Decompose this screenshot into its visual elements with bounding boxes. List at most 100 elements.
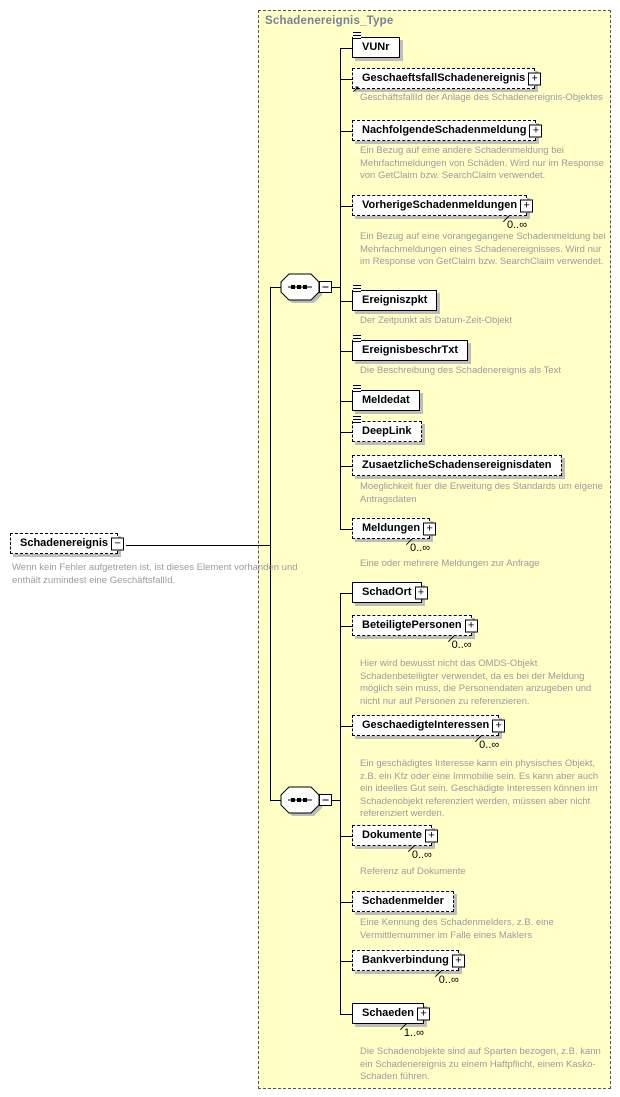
expand-plus-icon[interactable]: + — [416, 1007, 430, 1020]
expand-plus-icon[interactable]: + — [423, 522, 437, 535]
connector-line — [340, 1014, 353, 1015]
element-reference-icon: ↗ — [352, 84, 360, 94]
element-vorherigeschadenmeldungen[interactable]: VorherigeSchadenmeldungen+0..∞ — [352, 195, 534, 231]
connector-line — [340, 593, 341, 1014]
simple-content-icon — [353, 285, 361, 293]
element-schadenereignis[interactable]: Schadenereignis − — [10, 533, 125, 554]
cardinality-label: 0..∞ — [409, 542, 431, 554]
element-box[interactable]: GeschaedigteInteressen+ — [352, 715, 506, 736]
simple-content-icon — [353, 385, 361, 393]
element-box[interactable]: EreignisbeschrTxt — [352, 335, 468, 361]
element-box[interactable]: Bankverbindung+ — [352, 950, 465, 971]
element-label: DeepLink — [362, 425, 412, 437]
element-label: GeschaedigteInteressen — [362, 719, 490, 731]
element-box[interactable]: VorherigeSchadenmeldungen+ — [352, 195, 534, 216]
element-box[interactable]: Meldungen+ — [352, 518, 437, 539]
element-ereigniszpkt[interactable]: Ereigniszpkt — [352, 285, 438, 311]
connector-line — [340, 79, 353, 80]
expand-plus-icon[interactable]: + — [424, 829, 438, 842]
complex-type-title: Schadenereignis_Type — [265, 15, 394, 27]
element-schadort[interactable]: SchadOrt+ — [352, 582, 428, 603]
connector-line — [270, 287, 271, 800]
element-annotation: Ein Bezug auf eine vorangegangene Schade… — [360, 231, 606, 267]
connector-line — [340, 351, 353, 352]
element-geschaedigteinteressen[interactable]: GeschaedigteInteressen+0..∞ — [352, 715, 506, 751]
element-annotation: Die Beschreibung des Schadenereignis als… — [360, 365, 562, 376]
connector-line — [340, 131, 353, 132]
connector-line — [340, 902, 353, 903]
element-box[interactable]: NachfolgendeSchadenmeldung+ — [352, 120, 543, 141]
element-meldedat[interactable]: Meldedat — [352, 385, 420, 411]
element-annotation: Ein Bezug auf eine andere Schadenmeldung… — [360, 145, 604, 181]
element-box[interactable]: Schaeden+ — [352, 1003, 430, 1024]
element-box[interactable]: Ereigniszpkt — [352, 285, 438, 311]
element-annotation: Wenn kein Fehler aufgetreten ist, ist di… — [12, 562, 298, 586]
connector-line — [340, 401, 353, 402]
element-box[interactable]: VUNr — [352, 32, 400, 58]
element-annotation: Moeglichkeit fuer die Erweitung des Stan… — [360, 481, 603, 505]
element-label: Meldedat — [362, 394, 410, 406]
connector-line — [340, 961, 353, 962]
expand-plus-icon[interactable]: + — [464, 619, 478, 632]
expand-plus-icon[interactable]: + — [520, 199, 534, 212]
element-dokumente[interactable]: Dokumente+0..∞ — [352, 825, 438, 861]
element-label: VorherigeSchadenmeldungen — [362, 199, 518, 211]
element-meldungen[interactable]: Meldungen+0..∞ — [352, 518, 437, 554]
element-box[interactable]: ZusaetzlicheSchadensereignisdaten — [352, 455, 562, 476]
element-label: BeteiligtePersonen — [362, 619, 462, 631]
expand-plus-icon[interactable]: + — [528, 72, 542, 85]
element-box[interactable]: Dokumente+ — [352, 825, 438, 846]
connector-line — [270, 800, 281, 801]
cardinality-label: 1..∞ — [403, 1027, 424, 1039]
element-geschaeftsfallschadenereignis[interactable]: GeschaeftsfallSchadenereignis↗ + — [352, 68, 542, 94]
connector-line — [126, 545, 270, 546]
connector-line — [332, 800, 341, 801]
element-box[interactable]: SchadOrt+ — [352, 582, 428, 603]
element-annotation: Eine Kennung des Schadenmelders, z.B. ei… — [360, 917, 554, 941]
element-annotation: Eine oder mehrere Meldungen zur Anfrage — [360, 558, 540, 569]
expand-plus-icon[interactable]: + — [451, 954, 465, 967]
cardinality-label: 0..∞ — [451, 639, 472, 651]
element-beteiligtepersonen[interactable]: BeteiligtePersonen+0..∞ — [352, 615, 478, 651]
element-label: Bankverbindung — [362, 954, 449, 966]
element-annotation: Referenz auf Dokumente — [360, 866, 466, 877]
cardinality-label: 0..∞ — [438, 974, 459, 986]
connector-line — [340, 48, 353, 49]
element-box[interactable]: Schadenmelder — [352, 891, 454, 912]
element-box[interactable]: BeteiligtePersonen+ — [352, 615, 478, 636]
element-label: Meldungen — [362, 522, 421, 534]
element-schadenmelder[interactable]: Schadenmelder — [352, 891, 454, 912]
element-deeplink[interactable]: DeepLink — [352, 416, 422, 442]
element-box[interactable]: GeschaeftsfallSchadenereignis↗ + — [352, 68, 542, 94]
cardinality-label: 0..∞ — [506, 219, 528, 231]
sequence-compositor-icon[interactable] — [280, 273, 334, 306]
connector-line — [332, 287, 341, 288]
element-annotation: Der Zeitpunkt als Datum-Zeit-Objekt — [360, 315, 513, 326]
element-label: SchadOrt — [362, 586, 412, 598]
element-label: EreignisbeschrTxt — [362, 344, 458, 356]
simple-content-icon — [353, 335, 361, 343]
expand-plus-icon[interactable]: + — [492, 719, 506, 732]
connector-line — [340, 206, 353, 207]
expand-plus-icon[interactable]: + — [414, 586, 428, 599]
cardinality-label: 0..∞ — [479, 739, 500, 751]
expand-plus-icon[interactable]: + — [529, 124, 543, 137]
element-zusaetzlicheschadensereignisdaten[interactable]: ZusaetzlicheSchadensereignisdaten — [352, 455, 562, 476]
element-annotation: Hier wird bewusst nicht das OMDS-Objekt … — [360, 658, 592, 707]
element-label: Dokumente — [362, 829, 422, 841]
element-vunr[interactable]: VUNr — [352, 32, 400, 58]
element-label: GeschaeftsfallSchadenereignis — [362, 72, 526, 84]
element-nachfolgendeschadenmeldung[interactable]: NachfolgendeSchadenmeldung+ — [352, 120, 543, 141]
element-ereignisbeschrtxt[interactable]: EreignisbeschrTxt — [352, 335, 468, 361]
connector-line — [340, 836, 353, 837]
connector-line — [340, 593, 353, 594]
element-box[interactable]: Meldedat — [352, 385, 420, 411]
collapse-minus-icon[interactable]: − — [111, 537, 125, 550]
sequence-compositor-icon[interactable] — [280, 786, 334, 819]
element-box[interactable]: Schadenereignis − — [10, 533, 125, 554]
element-label: ZusaetzlicheSchadensereignisdaten — [362, 459, 552, 471]
element-bankverbindung[interactable]: Bankverbindung+0..∞ — [352, 950, 465, 986]
element-schaeden[interactable]: Schaeden+ 1..∞ — [352, 1003, 430, 1039]
element-box[interactable]: DeepLink — [352, 416, 422, 442]
